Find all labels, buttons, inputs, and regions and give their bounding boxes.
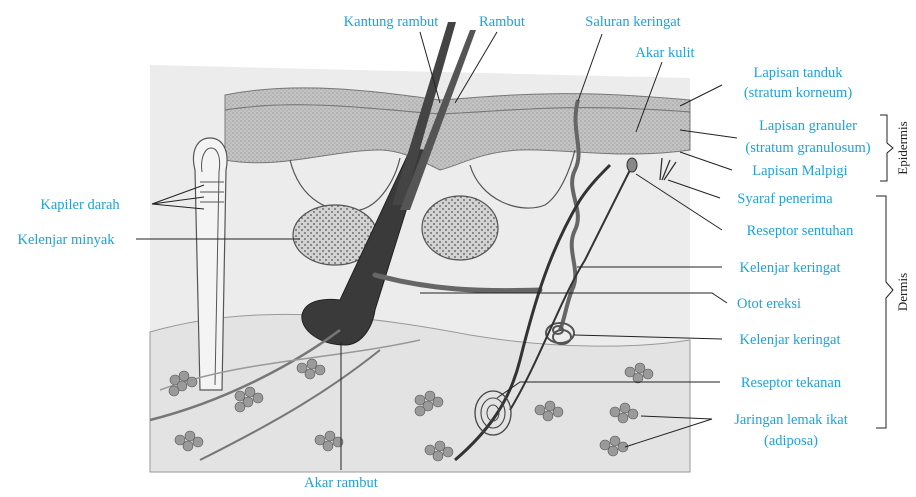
label-dermis: Dermis — [895, 273, 910, 311]
label-lapisan-tanduk: Lapisan tanduk — [754, 65, 844, 81]
label-otot-ereksi: Otot ereksi — [737, 296, 801, 312]
label-kapiler-darah: Kapiler darah — [40, 197, 120, 213]
sebaceous-gland-right — [422, 196, 498, 260]
label-kantung-rambut: Kantung rambut — [344, 14, 439, 30]
label-reseptor-sentuhan: Reseptor sentuhan — [747, 223, 854, 239]
label-epidermis: Epidermis — [895, 121, 910, 174]
dermis-brace — [876, 196, 893, 428]
label-jaringan-lemak: Jaringan lemak ikat — [734, 412, 848, 428]
label-jaringan-lemak-sub: (adiposa) — [764, 433, 818, 449]
skin-illustration — [150, 22, 690, 472]
label-reseptor-tekanan: Reseptor tekanan — [741, 375, 842, 391]
label-rambut: Rambut — [479, 14, 525, 30]
label-kelenjar-minyak: Kelenjar minyak — [17, 232, 115, 248]
label-syaraf-penerima: Syaraf penerima — [737, 191, 833, 207]
label-lapisan-granuler-sub: (stratum granulosum) — [745, 140, 870, 156]
label-lapisan-granuler: Lapisan granuler — [759, 118, 857, 134]
label-akar-rambut: Akar rambut — [304, 475, 378, 491]
label-saluran-keringat: Saluran keringat — [585, 14, 680, 30]
touch-receptor — [627, 158, 637, 172]
label-akar-kulit: Akar kulit — [635, 45, 694, 61]
label-lapisan-tanduk-sub: (stratum korneum) — [744, 85, 852, 101]
label-kelenjar-keringat-1: Kelenjar keringat — [739, 260, 840, 276]
label-lapisan-malpigi: Lapisan Malpigi — [752, 163, 847, 179]
epidermis-brace — [880, 115, 893, 181]
label-kelenjar-keringat-2: Kelenjar keringat — [739, 332, 840, 348]
